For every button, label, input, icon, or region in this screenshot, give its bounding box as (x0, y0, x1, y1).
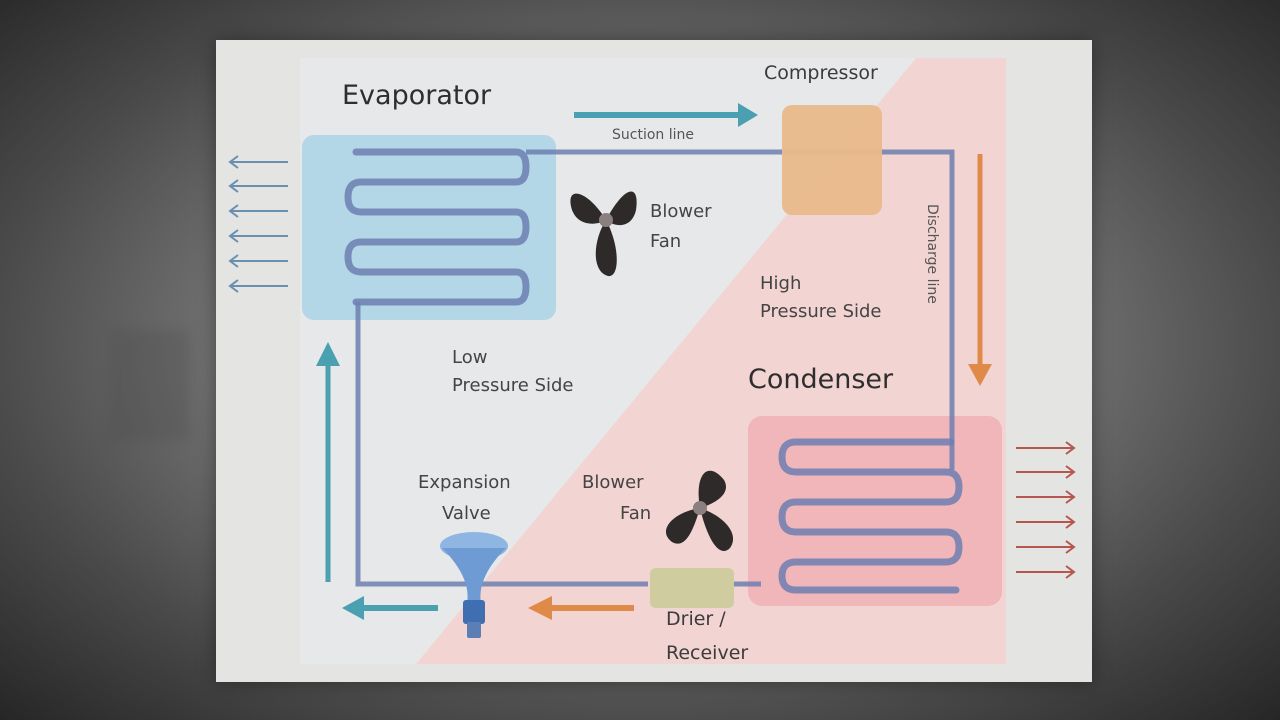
suction-line-label: Suction line (612, 127, 694, 143)
evaporator-coil (344, 148, 530, 306)
high-pressure-label-line2: Pressure Side (760, 301, 882, 322)
condenser-blower-fan-icon (665, 470, 734, 552)
evaporator-block (302, 135, 556, 320)
suction-flow-arrow (574, 103, 758, 127)
condenser-label: Condenser (748, 364, 894, 395)
cycle-diagram-svg (228, 58, 1076, 664)
compressor-block (782, 105, 882, 215)
expansion-valve-shape (440, 532, 508, 638)
evaporator-blower-fan-icon (570, 191, 637, 277)
condenser-fan-label-line2: Fan (620, 503, 652, 524)
return-flow-arrow-up (316, 342, 340, 582)
discharge-flow-arrow (968, 154, 992, 386)
discharge-line-label: Discharge line (924, 204, 940, 304)
evaporator-label: Evaporator (342, 80, 492, 111)
refrigerant-pipe (355, 149, 955, 587)
evaporator-fan-label-line1: Blower (650, 201, 712, 222)
expansion-valve-label-line2: Valve (442, 503, 491, 524)
compressor-label: Compressor (764, 62, 878, 84)
liquid-flow-arrow-left (342, 596, 438, 620)
evaporator-fan-label-line2: Fan (650, 231, 682, 252)
drier-flow-arrow-left (528, 596, 634, 620)
low-pressure-label-line2: Pressure Side (452, 375, 574, 396)
condenser-fan-label-line1: Blower (582, 472, 644, 493)
drier-label-line1: Drier / (666, 608, 726, 630)
condenser-coil (778, 438, 963, 594)
refrigeration-cycle-diagram: Evaporator Compressor Condenser Suction … (216, 40, 1092, 682)
hot-air-arrows (1016, 441, 1076, 579)
cold-air-arrows (228, 155, 288, 293)
high-pressure-label-line1: High (760, 273, 802, 294)
drier-label-line2: Receiver (666, 642, 749, 664)
drier-receiver-block (650, 568, 734, 608)
low-pressure-label-line1: Low (452, 347, 488, 368)
expansion-valve-label-line1: Expansion (418, 472, 511, 493)
background-blur-shape (110, 330, 190, 440)
